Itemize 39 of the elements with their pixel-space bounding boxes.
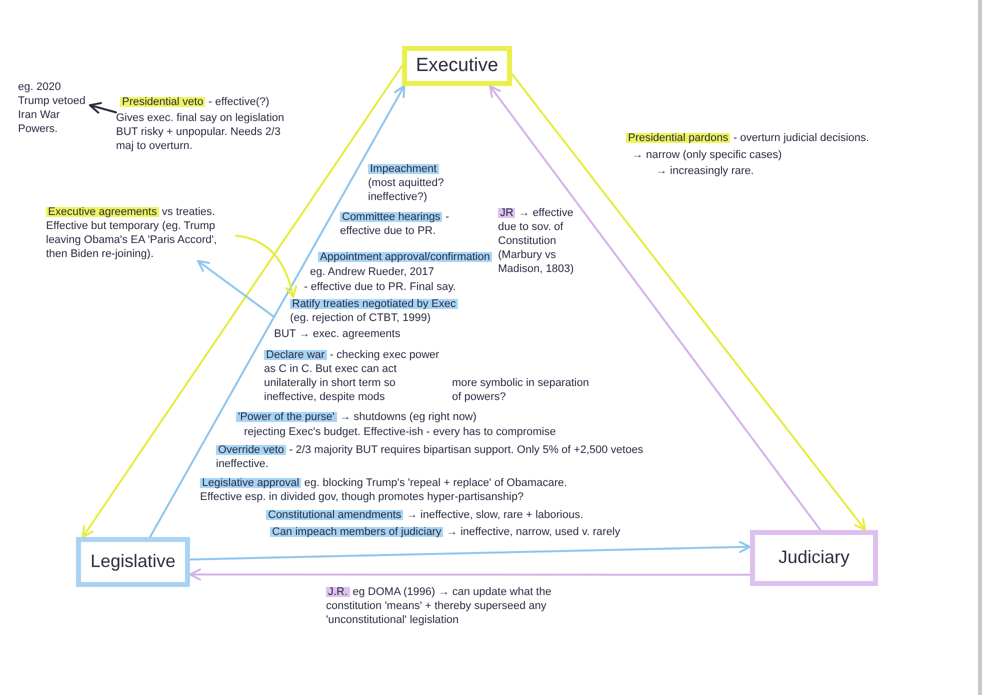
note-text: rejecting Exec's budget. Effective-ish - every has to compromise: [244, 425, 556, 439]
arrow: [197, 260, 275, 318]
arrow: [189, 541, 751, 560]
note-text: Committee hearings - effective due to PR.: [340, 210, 450, 238]
note-text: → increasingly rare.: [656, 164, 754, 178]
note-text: eg. 2020 Trump vetoed Iran War Powers.: [18, 80, 86, 136]
branch-title: Legislative: [90, 551, 176, 573]
branch-box: [750, 530, 878, 586]
note-text: more symbolic in separation of powers?: [452, 376, 590, 404]
arrow: [489, 85, 822, 531]
note-text: Executive agreements vs treaties. Effective but temporary (eg. Trump leaving Obama's EA 'Paris Accord', then Biden re-joining).: [46, 205, 218, 261]
branch-box: [402, 46, 512, 86]
note-text: Declare war - checking exec power as C in C. But exec can act unilaterally in short term so ineffective, despite mods: [264, 348, 440, 404]
note-text: → narrow (only specific cases): [632, 148, 782, 162]
arrow: [82, 65, 403, 538]
note-text: - effective due to PR. Final say.: [304, 280, 456, 294]
arrow: [235, 234, 297, 298]
arrow: [89, 102, 117, 114]
note-text: BUT → exec. agreements: [274, 327, 400, 341]
note-text: Constitutional amendments → ineffective, slow, rare + laborious.: [266, 508, 584, 522]
note-text: Presidential pardons - overturn judicial decisions.: [626, 131, 870, 145]
note-text: J.R. eg DOMA (1996) → can update what the constitution 'means' + thereby superseed any 'unconstitutional' legislation: [326, 585, 552, 627]
branch-title: Executive: [416, 54, 498, 78]
branch-box: [76, 537, 190, 587]
arrow: [511, 73, 866, 531]
arrow: [189, 568, 751, 580]
branch-title: Judiciary: [778, 547, 850, 569]
note-text: Can impeach members of judiciary → ineffective, narrow, used v. rarely: [270, 525, 620, 539]
note-text: Legislative approval eg. blocking Trump's 'repeal + replace' of Obamacare. Effective esp. in divided gov, though promotes hyper-partisanship?: [200, 476, 568, 504]
note-text: Impeachment (most aquitted? ineffective?): [368, 162, 445, 204]
note-text: Presidential veto - effective(?): [120, 95, 270, 109]
note-text: 'Power of the purse' → shutdowns (eg right now): [236, 410, 477, 424]
highlighted-term: Appointment approval/confirmation: [318, 250, 492, 264]
note-text: Gives exec. final say on legislation BUT risky + unpopular. Needs 2/3 maj to overturn.: [116, 111, 286, 153]
note-text: Override veto - 2/3 majority BUT requires bipartisan support. Only 5% of +2,500 vetoes ineffective.: [216, 443, 644, 471]
note-text: Ratify treaties negotiated by Exec (eg. rejection of CTBT, 1999): [290, 297, 459, 325]
arrow: [149, 85, 406, 538]
note-text: JR → effective due to sov. of Constitution (Marbury vs Madison, 1803): [498, 206, 575, 276]
note-text: eg. Andrew Rueder, 2017: [310, 265, 434, 279]
